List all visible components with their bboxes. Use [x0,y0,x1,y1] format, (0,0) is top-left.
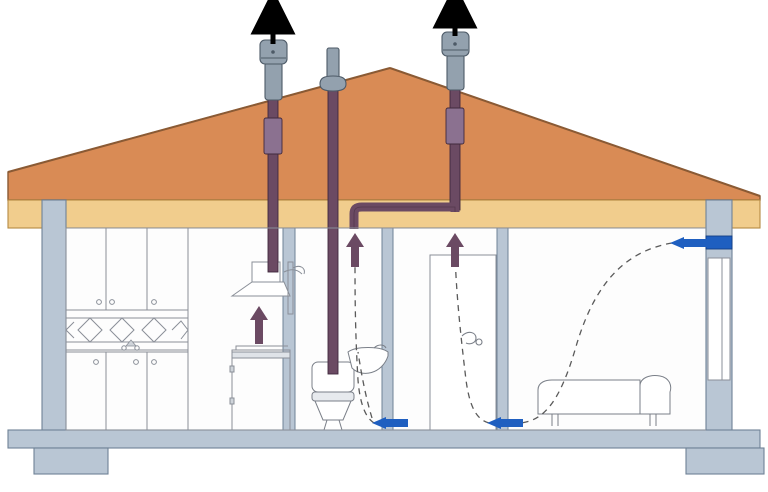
vent-cap-vent-hole [271,50,275,54]
ceiling-branch-duct [349,202,460,229]
soil-vent-cap-flange [319,75,347,92]
footing-left [33,447,109,475]
interior-outlines [65,227,706,431]
kitchen-stack-coupling [263,117,283,155]
airflow-paths [354,242,673,424]
bed-mattress [537,379,641,415]
arrow-shaft [384,419,408,427]
hood-canopy [230,281,291,297]
cabinet-knob [133,359,139,365]
bed-pillow [639,375,672,415]
sink-tap-knob [121,345,127,351]
bed [537,375,672,426]
airflow-path-bedroom [520,242,673,424]
supply-arrows [372,237,708,429]
window-trickle-vent[interactable] [705,235,733,250]
backsplash-diamond-pattern [65,317,189,343]
arrow-shaft [351,245,359,267]
sink-tap-knob [134,345,140,351]
toilet-pedestal [323,419,343,431]
vent-cap-vent-hole [453,42,457,46]
arrow-shaft [451,245,459,267]
partition-kitchen-wc [282,227,296,431]
arrow-shaft [499,419,523,427]
bathroom-stack-pipe [449,79,461,211]
supply-arrow-door-gap-bathroom [372,417,408,429]
cabinet-knob [151,299,157,305]
stove-handle [229,397,235,405]
roof-vent-cap-soil [319,47,347,92]
arrow-head [250,306,268,320]
shower-door-knob [475,338,483,346]
supply-arrow-door-gap-bedroom [487,417,523,429]
extract-arrow-bathroom-wc [346,233,364,267]
column-left-exterior [41,199,67,449]
shower-enclosure [429,254,497,431]
arrow-shaft [255,318,263,344]
partition-bathroom-bedroom [496,227,509,431]
basin-tap [373,344,387,349]
arrow-head [446,233,464,247]
arrow-head [670,237,684,249]
branch-duct-centerline [353,206,456,229]
extract-arrow-bathroom-shower [446,233,464,267]
faucet-icon [125,339,137,347]
airflow-path-basin [357,351,373,419]
airflow-path-wc [354,255,375,424]
partition-wc-bathroom [381,227,394,431]
arrow-head [372,417,386,429]
shower-arm [292,265,305,275]
shower-cubicle [429,254,497,431]
floor-slab [7,429,761,449]
arrow-head [346,233,364,247]
roof-vent-cap-kitchen [259,39,288,101]
vent-cap-shaft [446,53,465,91]
cabinet-knob [93,359,99,365]
stove-handle [229,365,235,373]
shower-door-handle-icon [461,331,477,345]
cabinet-knob [151,359,157,365]
extract-arrow-kitchen-hood [250,306,268,344]
hood-duct-line [283,269,303,275]
basin-bowl [347,347,389,374]
stove-hob [231,351,291,359]
arrow-head [487,417,501,429]
window-glazing [707,257,731,381]
soil-vent-pipe [327,85,339,375]
cabinet-knob [96,299,102,305]
arrow-shaft [682,239,708,247]
extract-arrows [250,233,464,344]
window-right-wall [707,257,731,381]
toilet-bowl [314,400,352,421]
vent-cap-shaft [264,61,283,101]
cabinet-knob [109,299,115,305]
roof-vent-cap-bathroom [441,31,470,91]
bathroom-stack-coupling [445,107,465,145]
shower-riser [287,261,294,315]
stack-bathroom-extract [432,0,478,211]
stack-kitchen-extract [250,0,296,273]
wash-basin [347,344,389,374]
stove-hob-edge [235,345,288,350]
shower-head [287,261,305,315]
stack-soil-vent [319,47,347,375]
supply-arrow-window-trickle-vent [670,237,708,249]
footing-right [685,447,765,475]
toilet-seat [311,391,355,402]
airflow-path-bathroom-shower [454,251,490,424]
